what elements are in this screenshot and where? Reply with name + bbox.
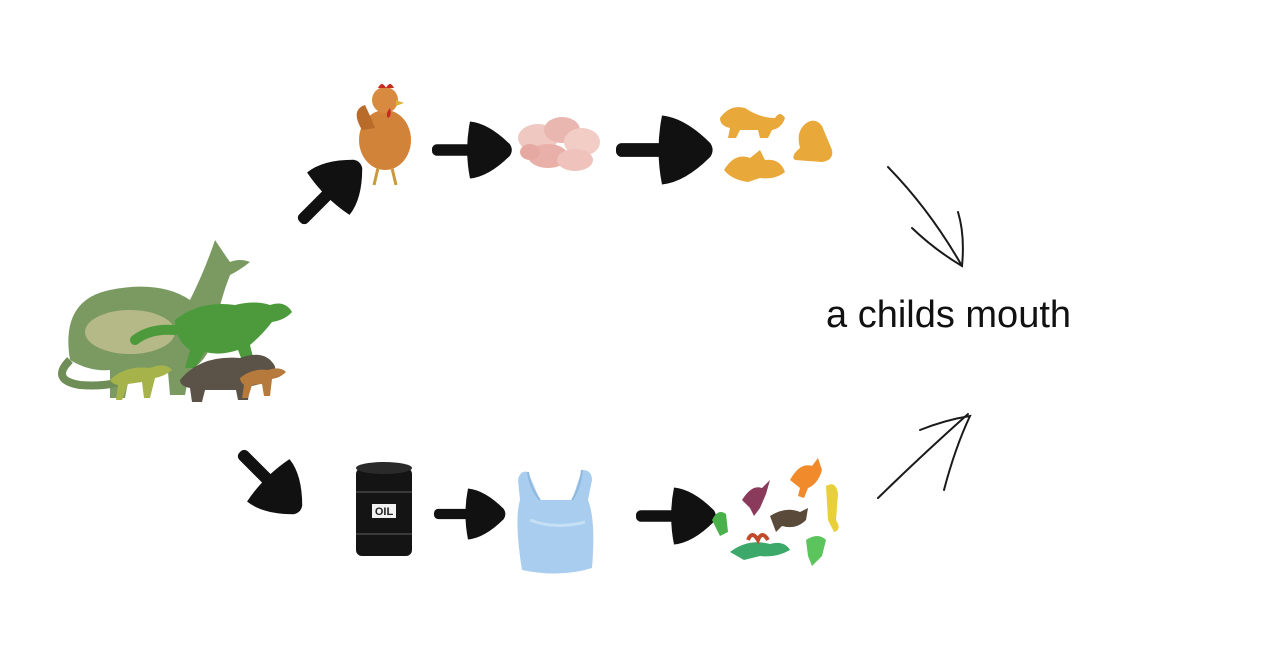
sketch-arrow-bottom bbox=[877, 413, 972, 499]
arrow-bag-to-toys bbox=[636, 487, 716, 545]
chicken-icon bbox=[356, 84, 411, 186]
arrow-oil-to-bag bbox=[434, 488, 506, 540]
arrow-chicken-to-raw bbox=[432, 121, 512, 179]
dinosaur-group-icon bbox=[58, 240, 292, 402]
dino-nuggets-icon bbox=[720, 107, 833, 182]
raw-chicken-icon bbox=[518, 117, 600, 171]
destination-label: a childs mouth bbox=[826, 294, 1072, 336]
sketch-arrow-top bbox=[887, 166, 964, 268]
toy-dinosaurs-icon bbox=[712, 458, 839, 566]
oil-barrel-label: OIL bbox=[375, 506, 394, 518]
arrow-raw-to-nuggets bbox=[616, 115, 713, 185]
plastic-bag-icon bbox=[517, 469, 594, 574]
oil-barrel-icon: OIL bbox=[356, 462, 412, 556]
arrow-dinos-to-oil bbox=[218, 430, 321, 533]
